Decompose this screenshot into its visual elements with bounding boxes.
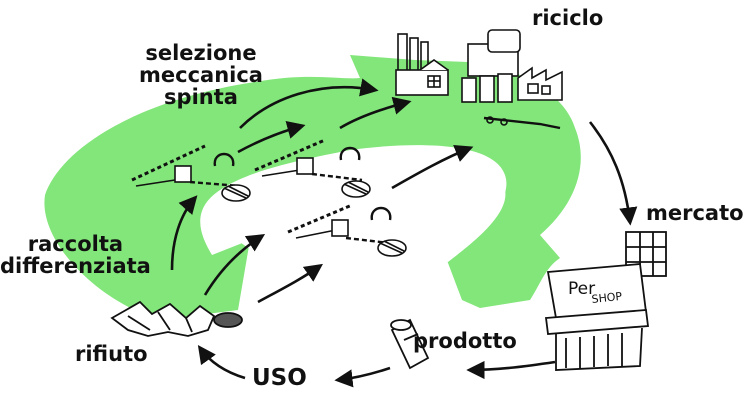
sorting-machine-2-icon bbox=[254, 138, 371, 198]
label-selezione-line3: spinta bbox=[164, 85, 238, 110]
shop-icon: Per SHOP bbox=[544, 231, 667, 371]
waste-icon bbox=[110, 300, 243, 337]
sorting-machine-1-icon bbox=[131, 144, 251, 202]
inner-hole bbox=[224, 150, 506, 267]
arrow-raccolta-to-selezione bbox=[170, 195, 198, 271]
sorting-machine-3-icon bbox=[287, 203, 407, 257]
label-mercato: mercato bbox=[646, 201, 744, 225]
label-selezione-meccanica-spinta: selezione meccanica spinta bbox=[139, 42, 263, 108]
arrow-riciclo-to-mercato bbox=[588, 121, 638, 226]
shop-sign-per: Per bbox=[568, 279, 595, 299]
shop-sign-shop: SHOP bbox=[591, 290, 623, 306]
label-selezione-line2: meccanica bbox=[139, 63, 263, 88]
arrow-mercato-to-prodotto bbox=[466, 360, 556, 380]
recycling-factory-icon bbox=[395, 29, 563, 130]
product-can-icon bbox=[390, 318, 430, 370]
arrow-raccolta-to-machine3 bbox=[203, 234, 266, 296]
arrow-machine1-to-machine2 bbox=[237, 121, 306, 154]
arrow-uso-to-rifiuto bbox=[197, 345, 246, 380]
arrow-machine2-to-factory bbox=[339, 96, 412, 130]
label-riciclo: riciclo bbox=[532, 6, 604, 30]
arrow-selezione-to-riciclo bbox=[239, 78, 379, 129]
label-rifiuto: rifiuto bbox=[75, 342, 148, 366]
label-raccolta-line1: raccolta bbox=[27, 232, 124, 256]
arrow-waste-to-machine3 bbox=[257, 263, 323, 304]
arrow-machine-to-market-path bbox=[391, 144, 474, 190]
label-selezione-line1: selezione bbox=[145, 41, 257, 65]
label-raccolta-line2: differenziata bbox=[0, 254, 151, 279]
flow-arrows bbox=[170, 78, 638, 388]
label-prodotto: prodotto bbox=[413, 329, 517, 353]
label-uso: USO bbox=[252, 365, 307, 391]
label-raccolta-differenziata: raccolta differenziata bbox=[0, 233, 151, 277]
arrow-prodotto-to-uso bbox=[334, 366, 391, 388]
